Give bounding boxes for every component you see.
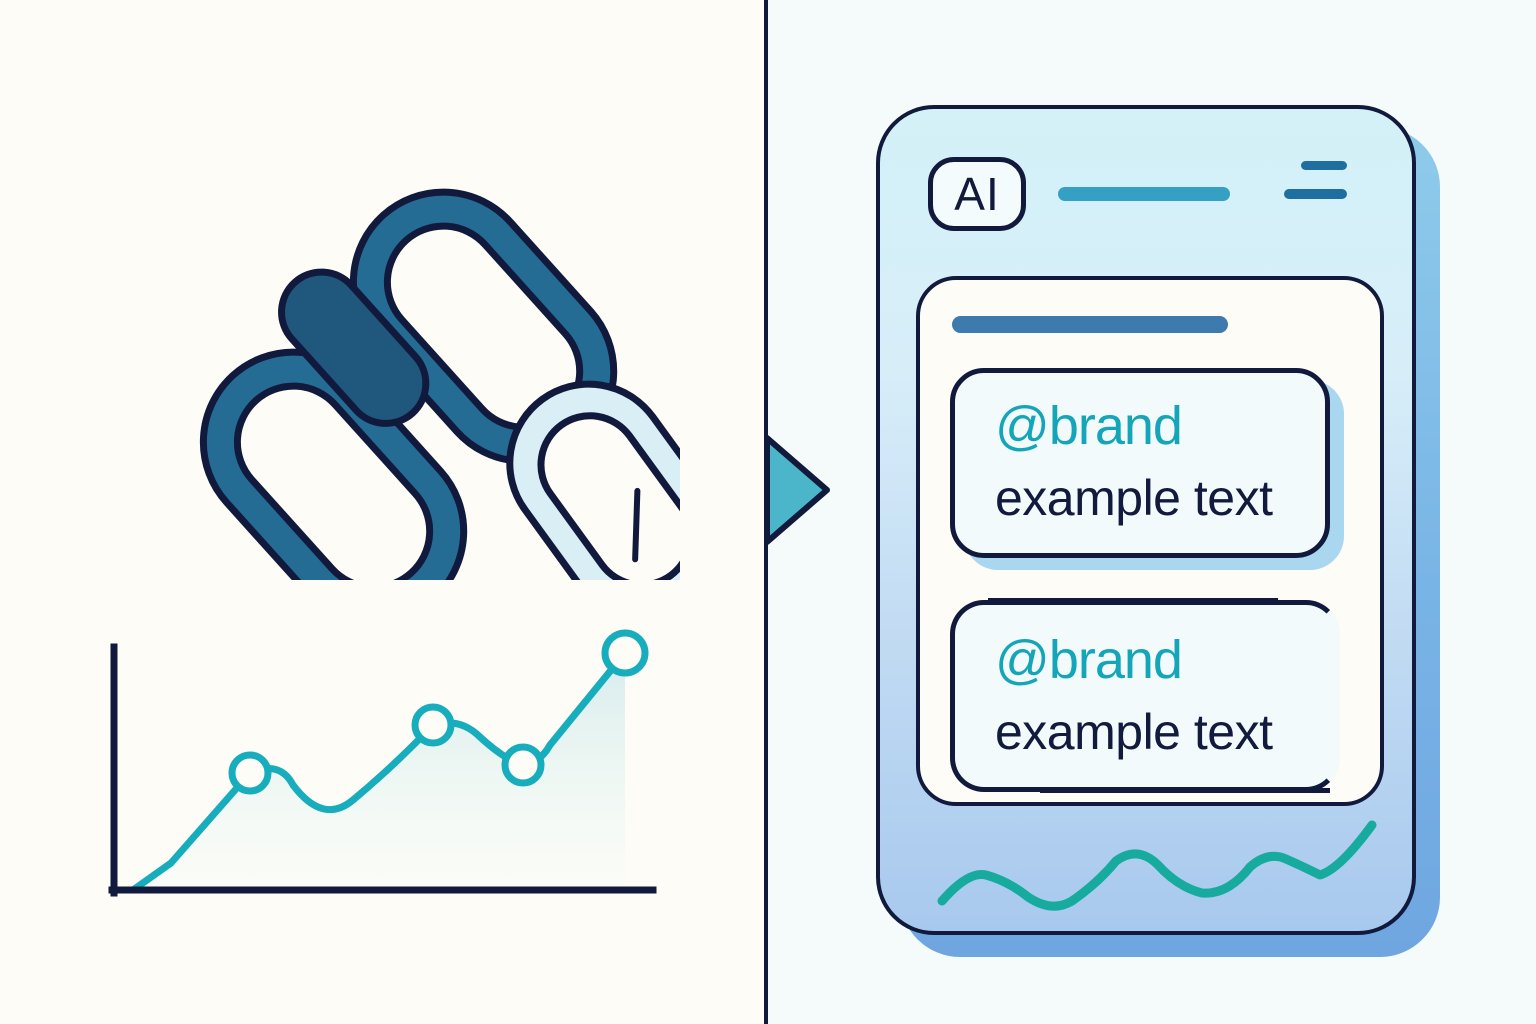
post-card-2-top-rule <box>988 598 1278 603</box>
link-lower-left <box>199 348 468 580</box>
phone-screen: AI @brand example text @brand example te… <box>876 105 1416 935</box>
detached-link <box>506 380 680 580</box>
post-card-1[interactable]: @brand example text <box>950 368 1330 558</box>
ai-badge-label: AI <box>954 168 1000 220</box>
left-panel <box>0 0 766 1024</box>
chart-marker <box>501 743 545 787</box>
ai-badge[interactable]: AI <box>928 157 1026 231</box>
chart-marker <box>228 751 272 795</box>
feed-panel: @brand example text @brand example text <box>916 276 1384 806</box>
growth-line-chart <box>108 629 657 897</box>
post-card-2[interactable]: @brand example text <box>950 600 1340 792</box>
chart-marker <box>601 629 649 677</box>
post-text: example text <box>995 470 1273 526</box>
header-title-bar <box>1058 187 1230 201</box>
phone-sparkline <box>937 820 1377 911</box>
post-text: example text <box>995 704 1273 760</box>
post-handle: @brand <box>995 630 1183 690</box>
menu-dash-icon-top[interactable] <box>1301 161 1347 170</box>
flow-arrow-icon <box>764 435 830 545</box>
post-card-2-bottom-rule <box>1040 788 1330 793</box>
feed-heading-bar <box>952 316 1228 333</box>
chart-area-fill <box>133 653 625 890</box>
chain-link-icon <box>199 188 680 580</box>
post-handle: @brand <box>995 396 1183 456</box>
connector-bar <box>278 268 430 427</box>
menu-dash-icon-bottom[interactable] <box>1284 189 1347 199</box>
chart-marker <box>411 703 455 747</box>
phone-mockup: AI @brand example text @brand example te… <box>860 95 1460 965</box>
